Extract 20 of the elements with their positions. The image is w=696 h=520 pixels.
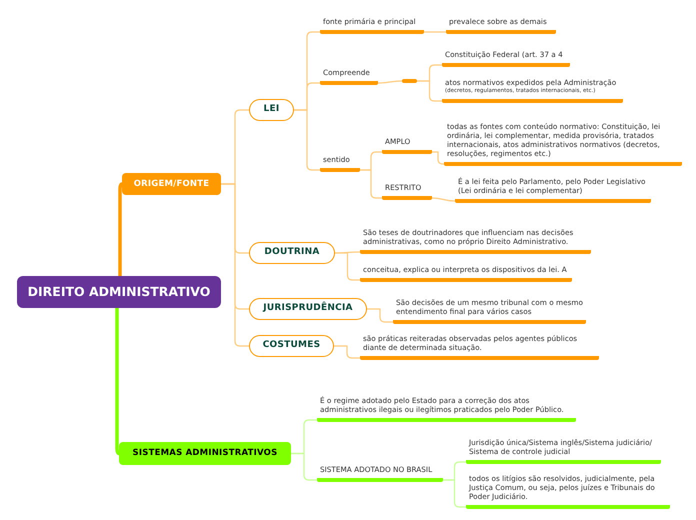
connector-line bbox=[293, 109, 321, 171]
main-topic: SISTEMAS ADMINISTRATIVOS bbox=[119, 442, 291, 465]
subtopic-pill: JURISPRUDÊNCIA bbox=[249, 298, 367, 320]
subtopic-pill: DOUTRINA bbox=[249, 242, 335, 264]
connector-line bbox=[366, 308, 394, 323]
connector-line bbox=[423, 31, 447, 33]
connector-line bbox=[290, 452, 318, 481]
subtopic-pill: LEI bbox=[249, 99, 294, 121]
connector-line bbox=[118, 182, 124, 278]
connector-bar bbox=[402, 79, 417, 83]
connector-line bbox=[333, 345, 361, 359]
connector-line bbox=[334, 252, 361, 281]
main-topic: ORIGEM/FONTE bbox=[122, 173, 221, 195]
connector-line bbox=[431, 151, 445, 165]
connector-line bbox=[220, 183, 250, 347]
connector-line bbox=[115, 306, 121, 456]
connector-line bbox=[431, 197, 456, 202]
connector-line bbox=[377, 80, 403, 84]
central-topic: DIREITO ADMINISTRATIVO bbox=[17, 276, 221, 308]
subtopic-pill: COSTUMES bbox=[249, 335, 334, 357]
